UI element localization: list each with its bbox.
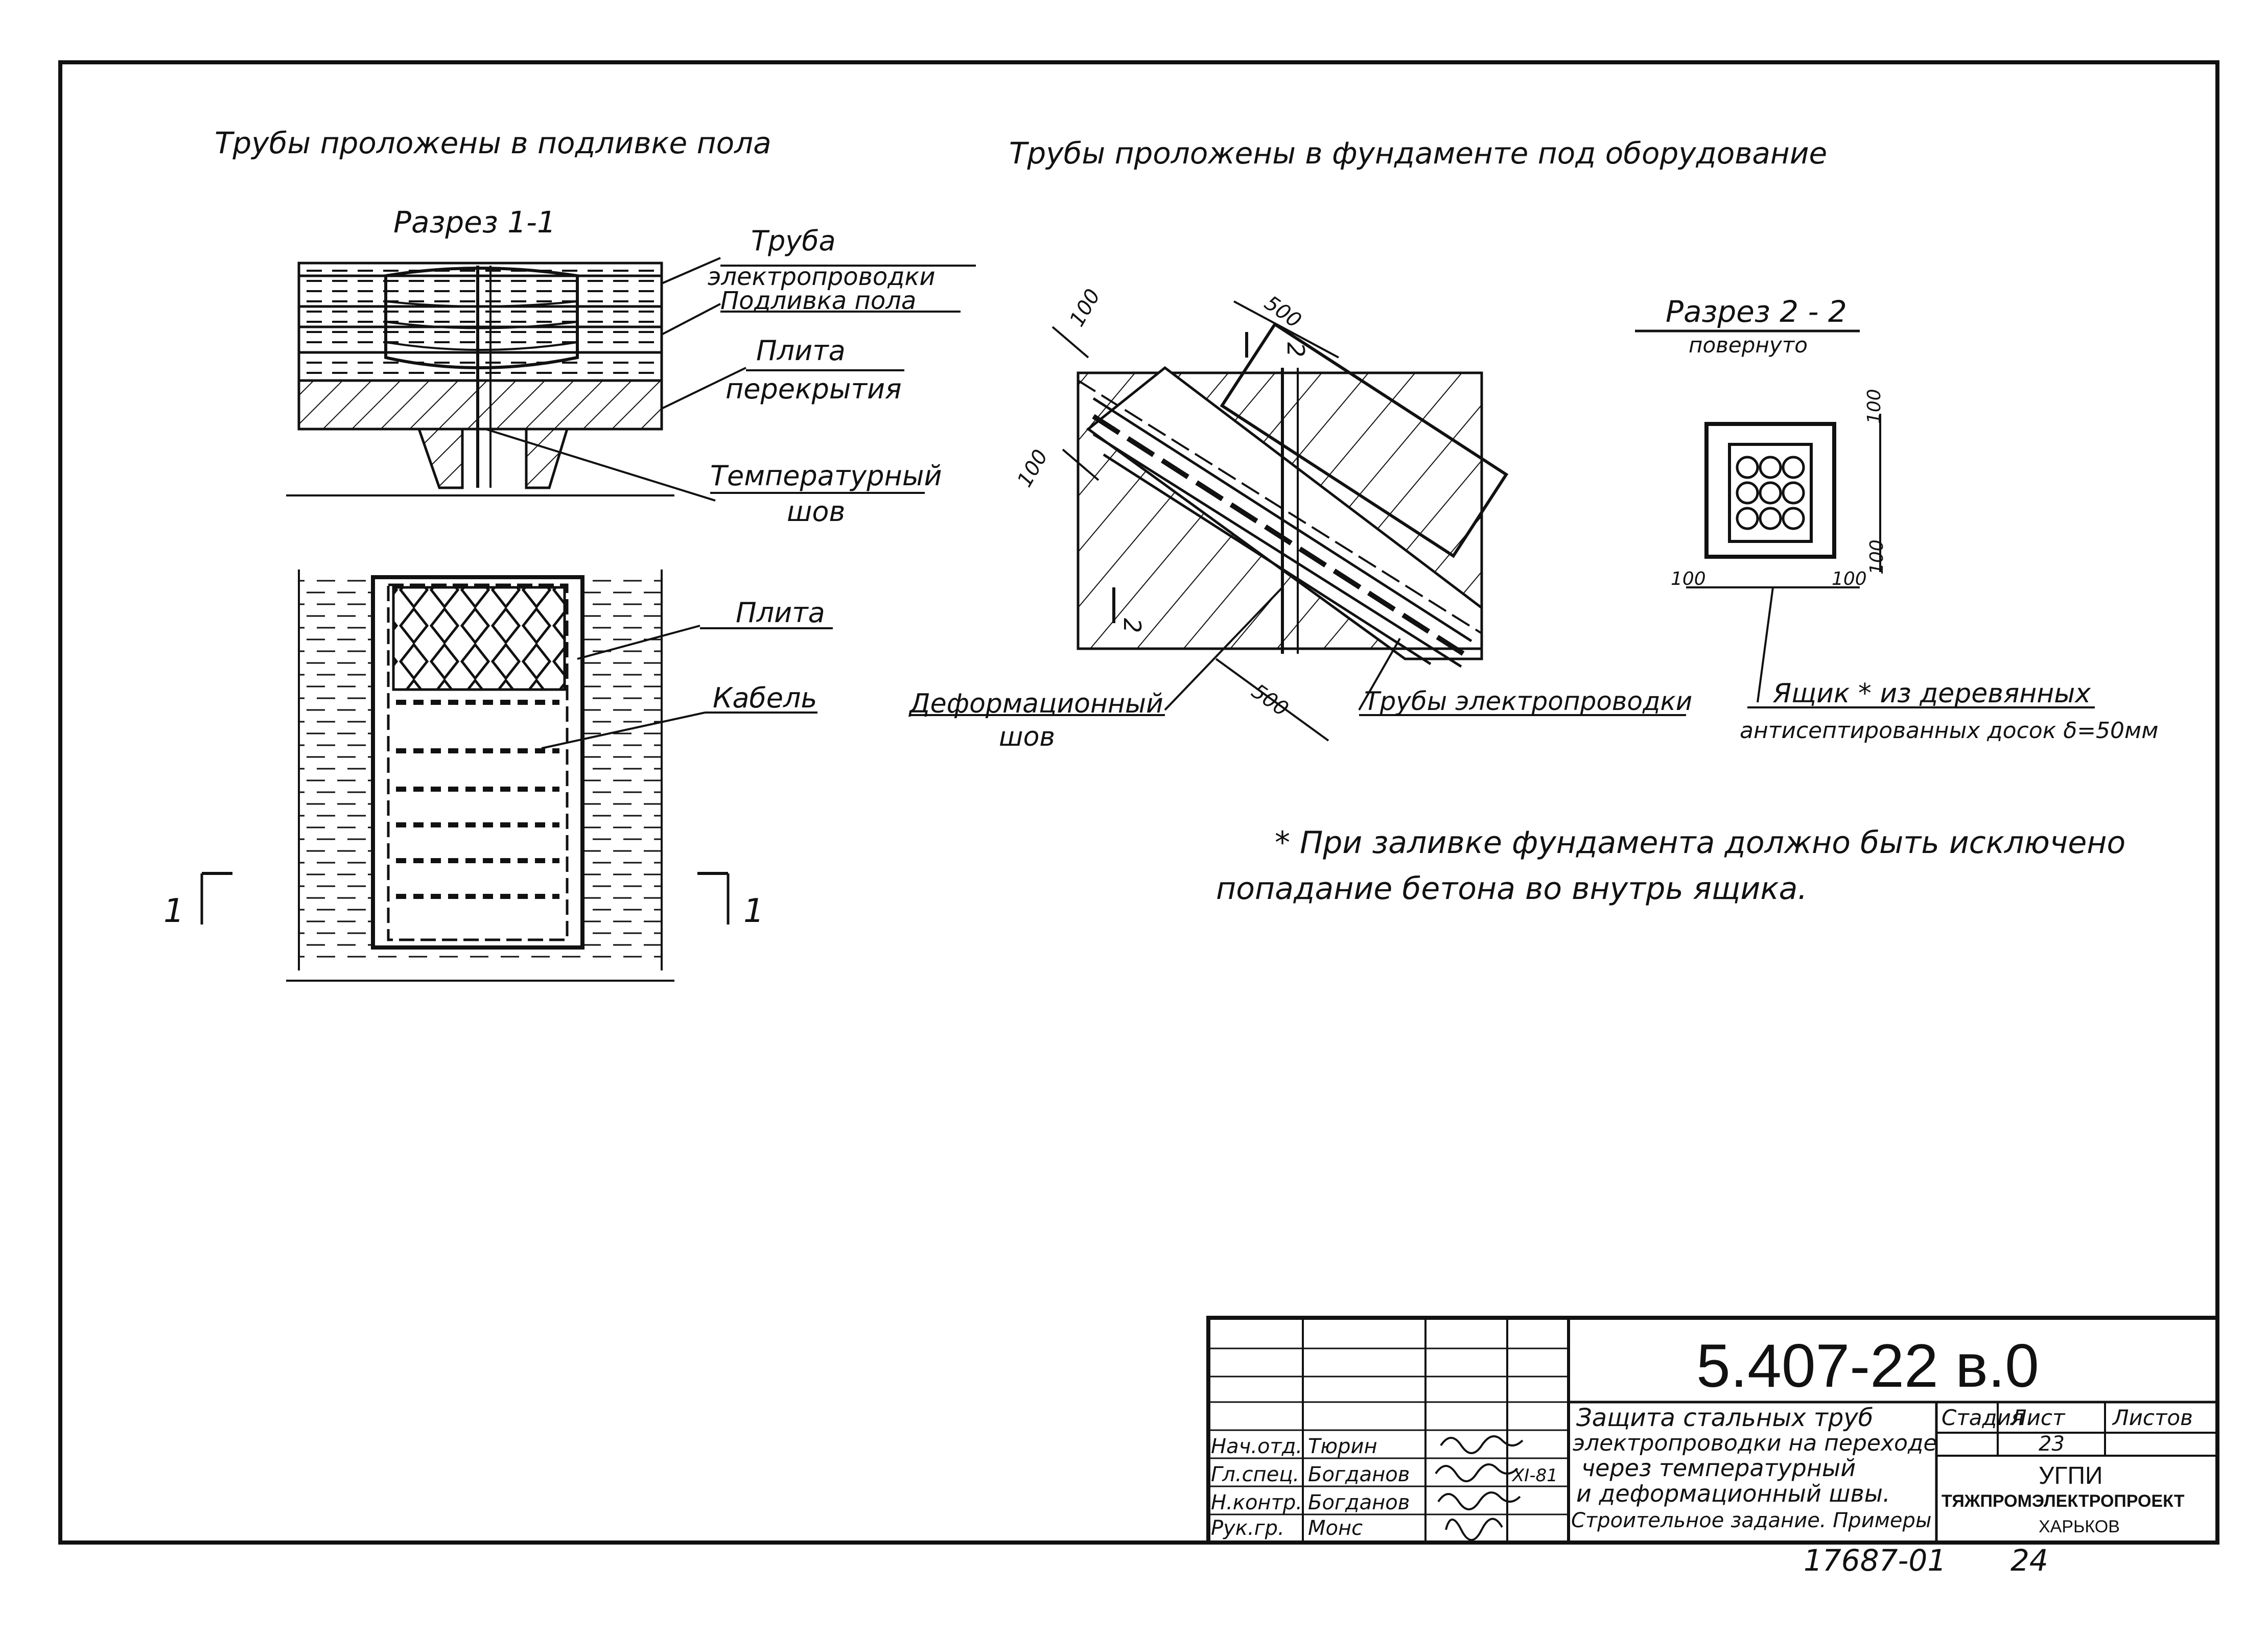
callout-plate: Плита <box>736 597 825 629</box>
role-3: Н.контр. <box>1211 1491 1302 1514</box>
doc-title-line1: Защита стальных труб <box>1576 1404 1873 1432</box>
sheets-header: Листов <box>2112 1405 2193 1430</box>
callout-pipe-line1: Труба <box>751 225 836 257</box>
role-4: Рук.гр. <box>1211 1516 1284 1540</box>
sheet-frame <box>58 60 2219 1545</box>
callout-box-line2: антисептированных досок δ=50мм <box>1740 718 2158 744</box>
callout-pipe-line2: электропроводки <box>708 263 936 291</box>
right-section-title: Трубы проложены в фундаменте под оборудо… <box>1009 136 1827 171</box>
dim-2-2-bottom: 100 <box>1832 568 1867 589</box>
leader-lines-right <box>909 586 1686 716</box>
sheet-header: Лист <box>2009 1405 2066 1430</box>
section-2-2-drawing <box>1635 329 2095 708</box>
callout-box-line1: Ящик * из деревянных <box>1772 678 2091 709</box>
note-line1: * При заливке фундамента должно быть иск… <box>1275 825 2125 861</box>
org-line1: УГПИ <box>2039 1462 2102 1489</box>
name-4: Монс <box>1308 1516 1363 1540</box>
leader-lines-left <box>485 257 976 749</box>
doc-title-line5: Строительное задание. Примеры <box>1571 1509 1931 1532</box>
plan-view-drawing <box>200 570 730 982</box>
date-2: XI-81 <box>1511 1465 1558 1486</box>
name-3: Богданов <box>1308 1491 1410 1514</box>
dim-2-2-top: 100 <box>1864 389 1885 424</box>
section-1-1-drawing <box>286 262 674 496</box>
doc-code: 5.407-22 в.0 <box>1696 1332 2039 1400</box>
callout-screed: Подливка пола <box>720 287 916 315</box>
left-section-title: Трубы проложены в подливке пола <box>215 126 771 160</box>
dim-100-top: 100 <box>1065 285 1105 330</box>
cut-mark-right: 1 <box>743 892 764 930</box>
callout-deform-line2: шов <box>999 722 1055 752</box>
dim-100-left: 100 <box>1013 446 1053 491</box>
sheet-number: 23 <box>2039 1432 2065 1456</box>
callout-deform-line1: Деформационный <box>908 689 1163 719</box>
name-2: Богданов <box>1308 1463 1410 1486</box>
dim-2-2-right: 100 <box>1866 539 1887 575</box>
role-1: Нач.отд. <box>1211 1435 1302 1458</box>
section-2-2-label: Разрез 2 - 2 <box>1666 294 1847 329</box>
foundation-drawing <box>1051 300 1509 742</box>
org-line2: ТЯЖПРОМЭЛЕКТРОПРОЕКТ <box>1942 1491 2185 1511</box>
cut-mark-2-top: 2 <box>1282 342 1310 357</box>
title-block <box>1206 1316 2219 1545</box>
role-2: Гл.спец. <box>1211 1463 1299 1486</box>
cut-mark-left: 1 <box>163 892 184 930</box>
callout-joint-line2: шов <box>787 495 845 528</box>
section-2-2-sublabel: повернуто <box>1689 333 1808 358</box>
name-1: Тюрин <box>1308 1435 1377 1458</box>
doc-title-line3: через температурный <box>1581 1454 1856 1482</box>
cut-mark-2-bottom: 2 <box>1118 618 1146 633</box>
callout-slab-line1: Плита <box>756 335 846 367</box>
stage-header: Стадия <box>1942 1405 2024 1430</box>
signatures <box>1435 1435 1524 1541</box>
callout-pipes: Трубы электропроводки <box>1364 686 1692 716</box>
callout-cable: Кабель <box>713 682 817 714</box>
inventory-number: 17687-01 <box>1804 1543 1946 1578</box>
page-number: 24 <box>2010 1543 2048 1578</box>
note-line2: попадание бетона во внутрь ящика. <box>1216 871 1807 907</box>
section-1-1-label: Разрез 1-1 <box>393 205 556 240</box>
org-line3: ХАРЬКОВ <box>2039 1517 2120 1536</box>
callout-joint-line1: Температурный <box>710 460 942 492</box>
doc-title-line4: и деформационный швы. <box>1576 1480 1890 1507</box>
callout-slab-line2: перекрытия <box>726 373 902 405</box>
dim-2-2-left: 100 <box>1671 568 1706 589</box>
doc-title-line2: электропроводки на переходе <box>1573 1430 1937 1456</box>
